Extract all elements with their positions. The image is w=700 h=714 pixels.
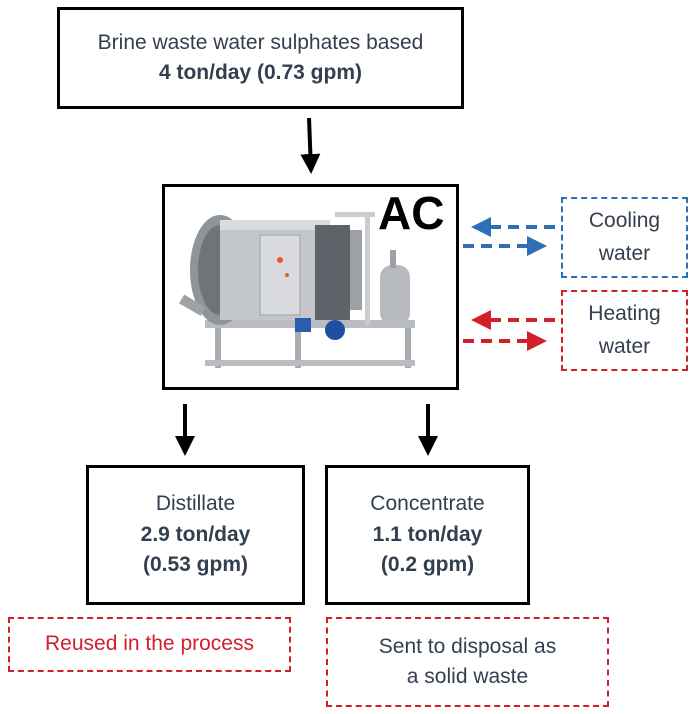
- concentrate-box: Concentrate 1.1 ton/day (0.2 gpm): [325, 465, 530, 605]
- input-box: Brine waste water sulphates based 4 ton/…: [57, 7, 464, 109]
- concentrate-flow-gpm: (0.2 gpm): [380, 553, 475, 577]
- concentrate-destination-1: Sent to disposal as: [378, 634, 557, 658]
- ac-unit-box: [162, 184, 459, 390]
- concentrate-destination-2: a solid waste: [406, 665, 529, 688]
- ac-unit-label: AC: [378, 187, 445, 239]
- cooling-label-2: water: [598, 241, 651, 265]
- distillate-flow-ton: 2.9 ton/day: [140, 522, 251, 546]
- distillate-box: Distillate 2.9 ton/day (0.53 gpm): [86, 465, 305, 605]
- arrow-input-to-ac: [300, 117, 321, 174]
- input-title: Brine waste water sulphates based: [97, 30, 424, 54]
- input-flow: 4 ton/day (0.73 gpm): [158, 61, 363, 84]
- concentrate-flow-ton: 1.1 ton/day: [372, 522, 483, 546]
- concentrate-title: Concentrate: [370, 492, 485, 516]
- distillate-flow-gpm: (0.53 gpm): [142, 553, 249, 577]
- heating-label-1: Heating: [588, 301, 661, 325]
- heating-water-box: Heating water: [561, 290, 688, 371]
- cooling-water-box: Cooling water: [561, 197, 688, 278]
- distillate-destination-box: Reused in the process: [8, 617, 291, 672]
- distillate-destination: Reused in the process: [45, 632, 254, 656]
- evaporator-machine-image: [179, 212, 415, 368]
- distillate-title: Distillate: [155, 492, 236, 516]
- cooling-label-1: Cooling: [588, 208, 661, 232]
- concentrate-destination-box: Sent to disposal as a solid waste: [326, 617, 609, 707]
- heating-label-2: water: [598, 334, 651, 358]
